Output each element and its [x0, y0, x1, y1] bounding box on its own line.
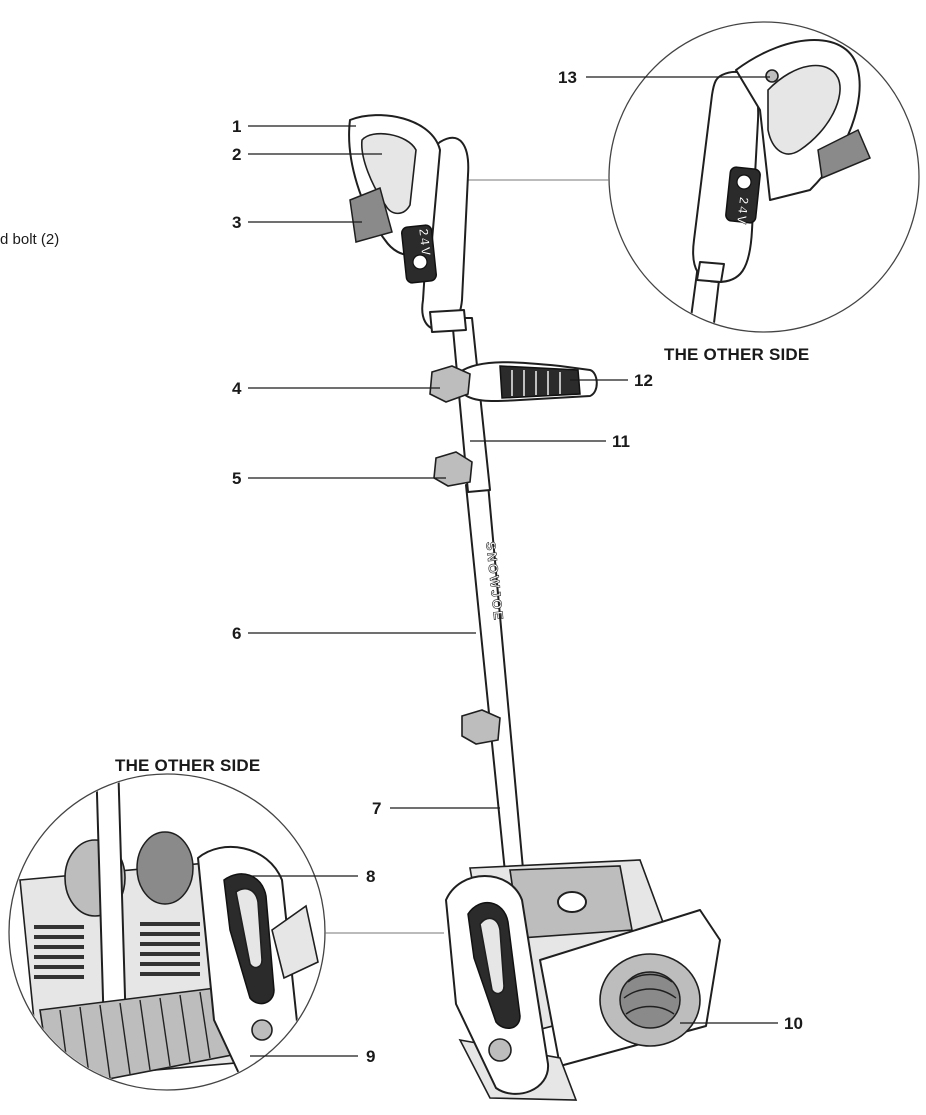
callout-3: 3: [232, 213, 241, 232]
knob-aux-handle: [429, 365, 471, 403]
inset-battery-label: 24V: [734, 196, 752, 227]
battery-badge: [400, 224, 438, 284]
callout-12: 12: [634, 371, 653, 390]
inset-bottom-head-other-side: [8, 773, 326, 1091]
inset-top-handle-other-side: 24V: [608, 21, 920, 333]
callout-2: 2: [232, 145, 241, 164]
callout-8: 8: [366, 867, 375, 886]
trigger-wedge: [349, 186, 393, 243]
callout-10: 10: [784, 1014, 803, 1033]
callout-4: 4: [232, 379, 242, 398]
inset-vents-right: [140, 922, 200, 976]
callout-7: 7: [372, 799, 381, 818]
inset-bottom-title: THE OTHER SIDE: [115, 756, 260, 775]
callout-6: 6: [232, 624, 241, 643]
inset-top-title: THE OTHER SIDE: [664, 345, 809, 364]
aux-handle-grip-ribs: [511, 370, 561, 396]
callout-11: 11: [612, 432, 630, 451]
leader-lines: [248, 76, 778, 1057]
callout-5: 5: [232, 469, 241, 488]
inset-scraper-ribs: [59, 989, 231, 1086]
callout-13: 13: [558, 68, 577, 87]
cut-off-text: d bolt (2): [0, 231, 59, 248]
callout-9: 9: [366, 1047, 375, 1066]
callout-1: 1: [232, 117, 241, 136]
knob-lower-shaft: [461, 709, 501, 745]
snow-shovel-main-illustration: SNOWJOE 24V: [348, 114, 721, 1101]
battery-label: 24V: [416, 228, 434, 259]
inset-vents-left: [34, 925, 84, 979]
handle-collar: [429, 309, 467, 333]
